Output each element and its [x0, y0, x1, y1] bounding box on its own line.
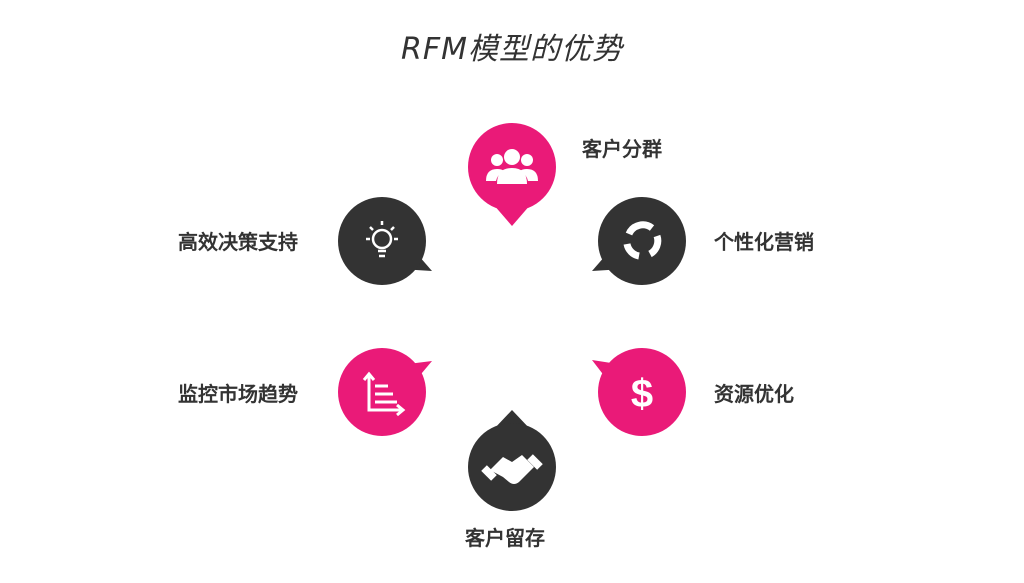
bubble-shape	[468, 123, 556, 211]
label-personalized-marketing: 个性化营销	[714, 230, 814, 254]
node-personalized-marketing	[592, 197, 686, 285]
dollar-icon: $	[631, 372, 653, 416]
bubble-shape	[367, 374, 403, 412]
label-customer-segmentation: 客户分群	[582, 137, 662, 161]
label-resource-optimization: 资源优化	[714, 382, 794, 406]
node-resource-optimization: $	[592, 348, 686, 436]
cycle-icon	[623, 221, 662, 260]
lightbulb-icon	[366, 221, 398, 258]
bubble-shape	[371, 228, 393, 250]
bubble-shape	[491, 154, 503, 166]
handshake-icon	[481, 454, 543, 484]
bubble-shape	[598, 348, 686, 436]
bubble-shape	[338, 348, 426, 436]
bubble-shape	[625, 221, 655, 236]
bubble-shape	[497, 168, 527, 184]
bubble-shape	[338, 197, 426, 285]
label-decision-support: 高效决策支持	[178, 230, 298, 254]
bubble-shape	[598, 197, 686, 285]
chart-icon	[362, 371, 406, 417]
node-customer-segmentation	[468, 123, 556, 226]
bubble-shape	[396, 403, 406, 417]
bubble-shape	[504, 149, 520, 165]
node-customer-retention	[468, 410, 556, 511]
page-title: RFM模型的优势	[401, 32, 623, 67]
bubble-shape	[648, 234, 662, 258]
users-icon	[486, 149, 538, 184]
label-market-trends: 监控市场趋势	[178, 382, 298, 406]
node-market-trends	[338, 348, 432, 436]
node-decision-support	[338, 197, 432, 285]
bubble-shape	[521, 154, 533, 166]
bubble-shape	[486, 169, 504, 181]
bubble-shape	[623, 243, 640, 260]
bubble-shape	[490, 455, 534, 484]
bubble-shape	[520, 169, 538, 181]
bubble-shape	[362, 371, 376, 381]
label-customer-retention: 客户留存	[465, 526, 545, 550]
